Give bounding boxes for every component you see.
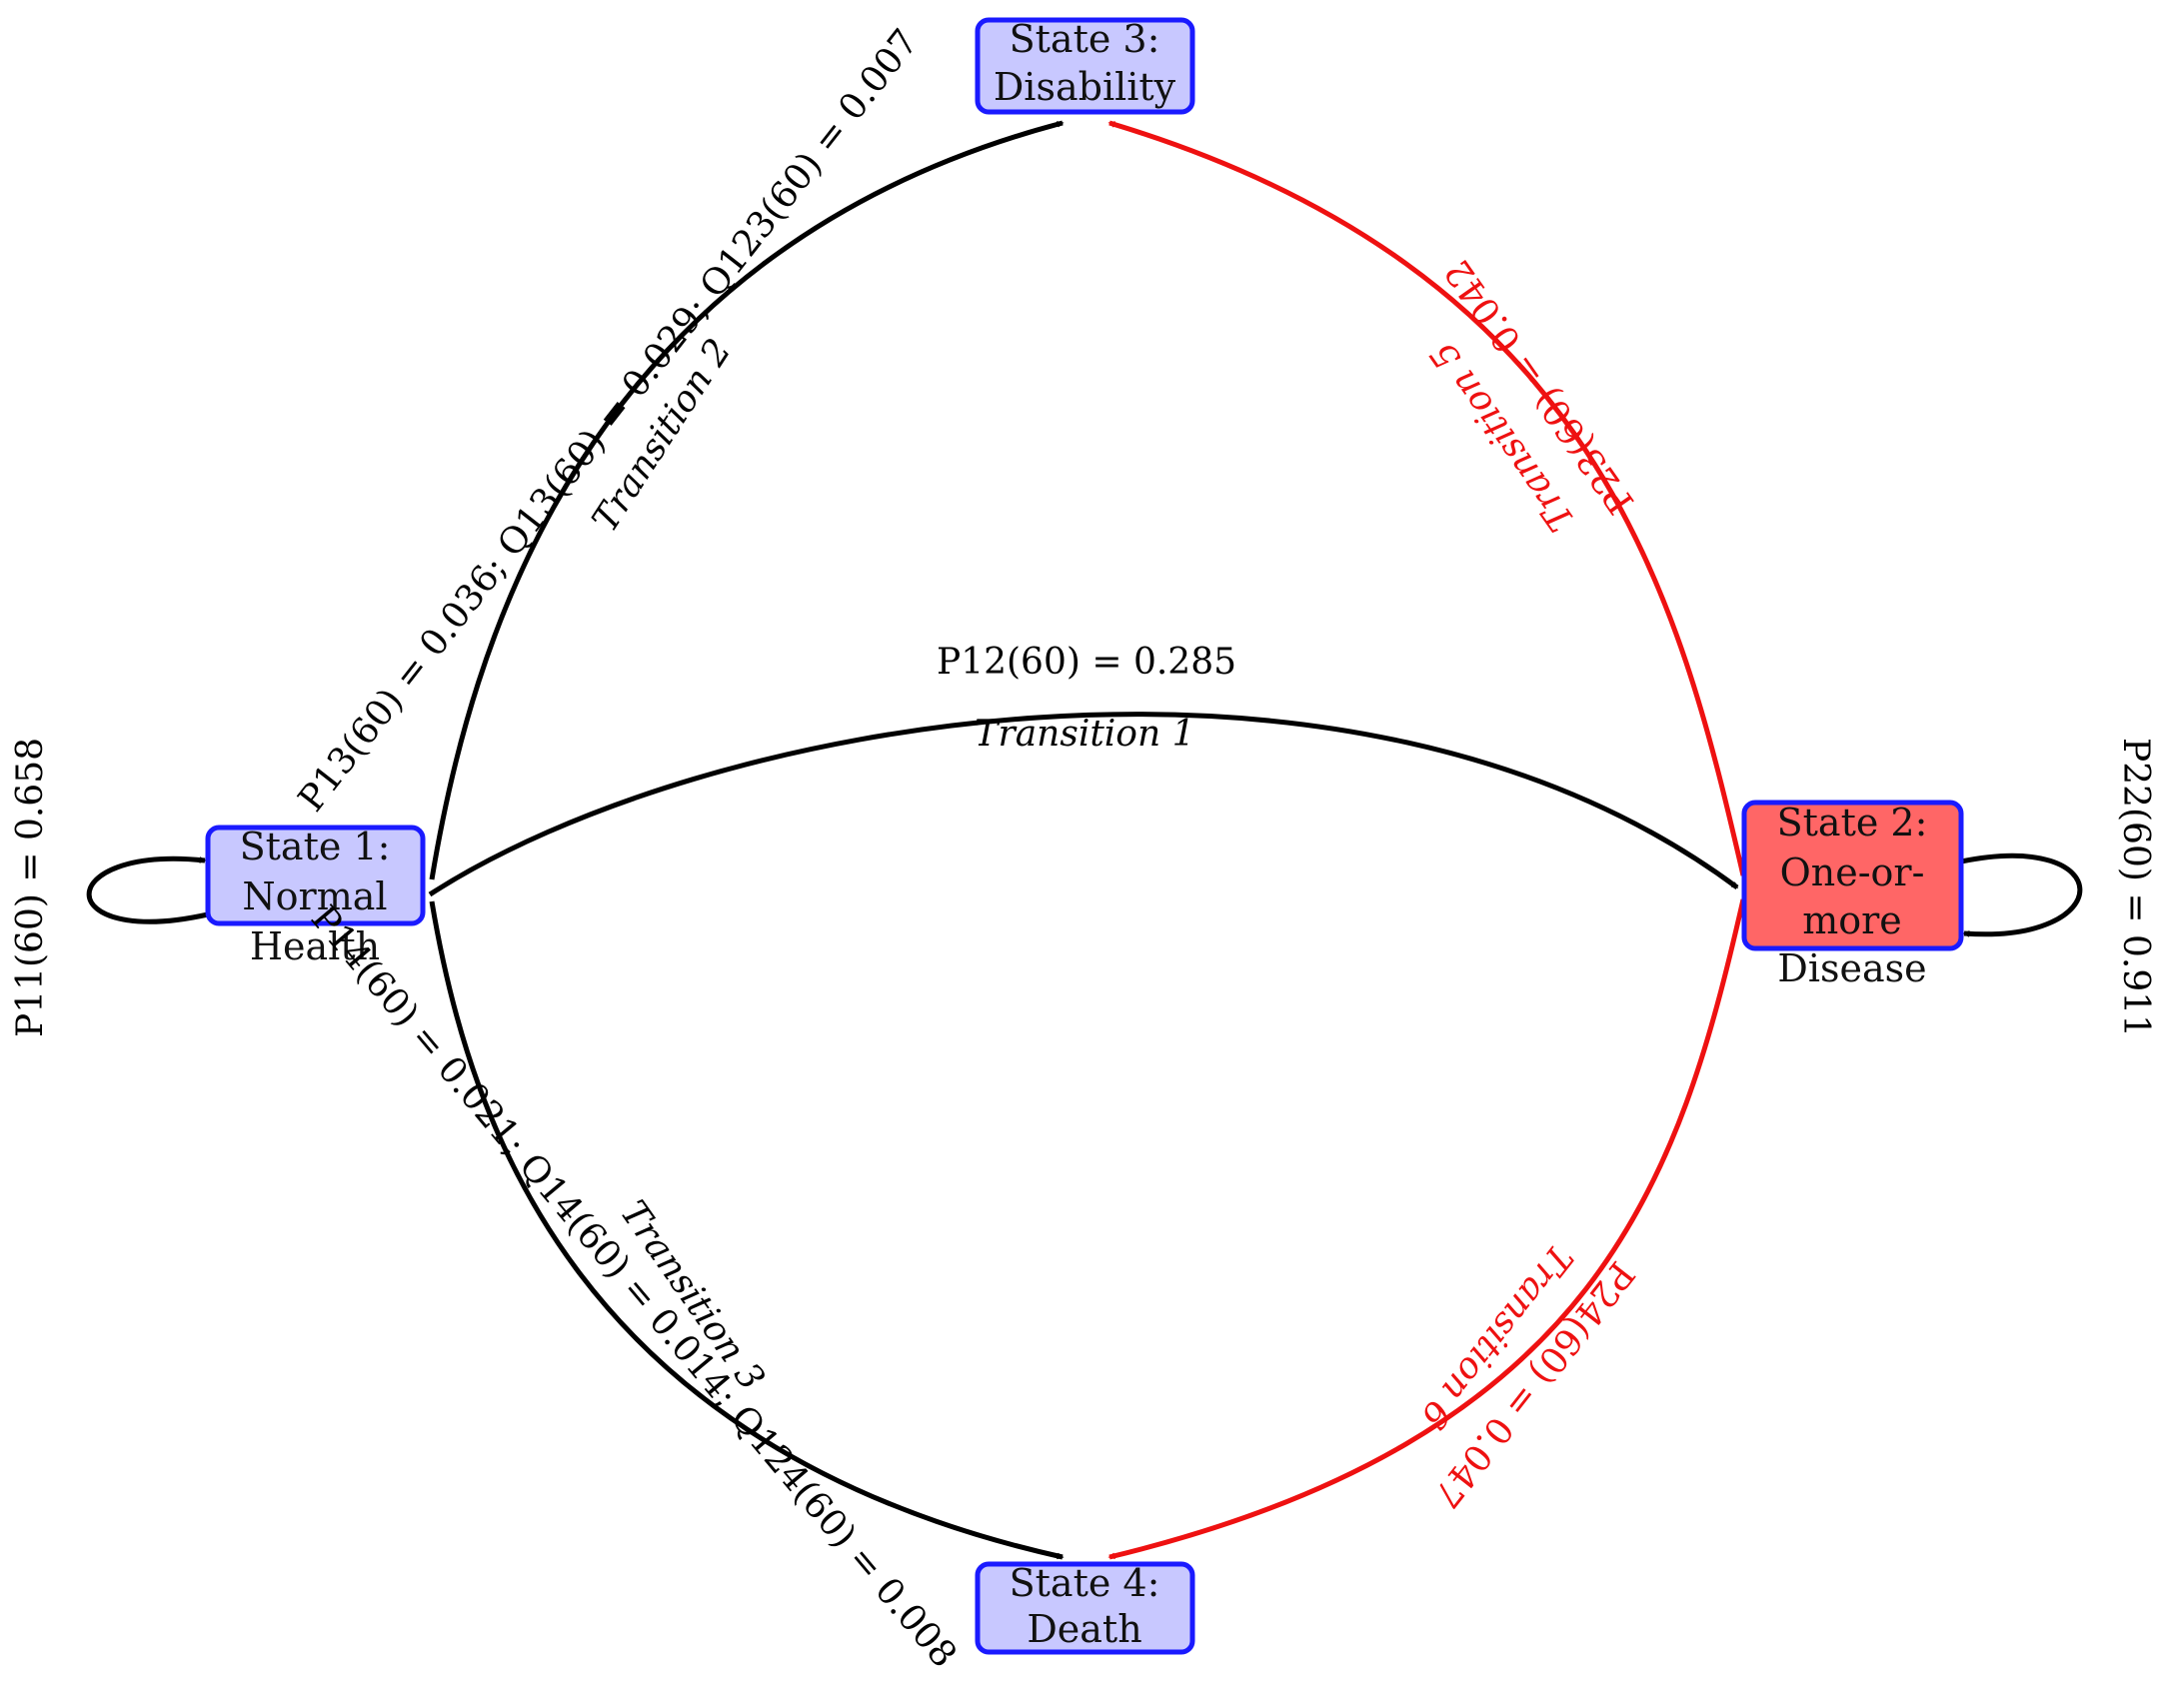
edge-transition-2 bbox=[429, 120, 1065, 880]
edge-transition-3 bbox=[429, 900, 1065, 1560]
state-2-line-2: One-or- bbox=[1780, 851, 1925, 894]
edge-transition-5 bbox=[1107, 120, 1746, 876]
self-loop-state-1-probability: P11(60) = 0.658 bbox=[10, 738, 51, 1037]
state-2-line-4: Disease bbox=[1777, 946, 1926, 990]
state-2-line-3: more bbox=[1802, 898, 1902, 942]
transition-1-name: Transition 1 bbox=[974, 714, 1194, 755]
state-box bbox=[205, 825, 426, 926]
edges bbox=[86, 120, 2083, 1560]
state-4-line-2: Death bbox=[1027, 1607, 1141, 1651]
state-box bbox=[1741, 800, 1964, 951]
state-1-line-3: Health bbox=[250, 924, 380, 968]
state-1-line-1: State 1: bbox=[240, 825, 391, 868]
node-state-4: State 4: Death bbox=[975, 1561, 1195, 1655]
state-3-line-1: State 3: bbox=[1010, 17, 1160, 61]
transition-2-probabilities: P13(60) = 0.036; Q13(60) = 0.029; Q123(6… bbox=[291, 22, 927, 820]
transition-1-probability: P12(60) = 0.285 bbox=[937, 642, 1236, 683]
state-4-line-1: State 4: bbox=[1010, 1561, 1160, 1605]
node-state-3: State 3: Disability bbox=[975, 17, 1195, 115]
self-loop-state-2-probability: P22(60) = 0.911 bbox=[2115, 738, 2156, 1037]
state-box bbox=[975, 1561, 1195, 1655]
edge-transition-1 bbox=[428, 712, 1739, 897]
state-1-line-2: Normal bbox=[242, 874, 387, 918]
node-state-1: State 1: Normal Health bbox=[205, 825, 426, 968]
transition-3-probabilities: P14(60) = 0.021; Q14(60) = 0.014; Q124(6… bbox=[303, 898, 965, 1676]
state-box bbox=[975, 17, 1195, 115]
node-state-2: State 2: One-or- more Disease bbox=[1741, 800, 1964, 990]
self-loop-state-2 bbox=[1960, 853, 2083, 937]
state-2-line-1: State 2: bbox=[1777, 801, 1928, 845]
edge-transition-6 bbox=[1107, 898, 1746, 1560]
state-3-line-2: Disability bbox=[994, 65, 1176, 109]
self-loop-state-1 bbox=[86, 855, 209, 924]
